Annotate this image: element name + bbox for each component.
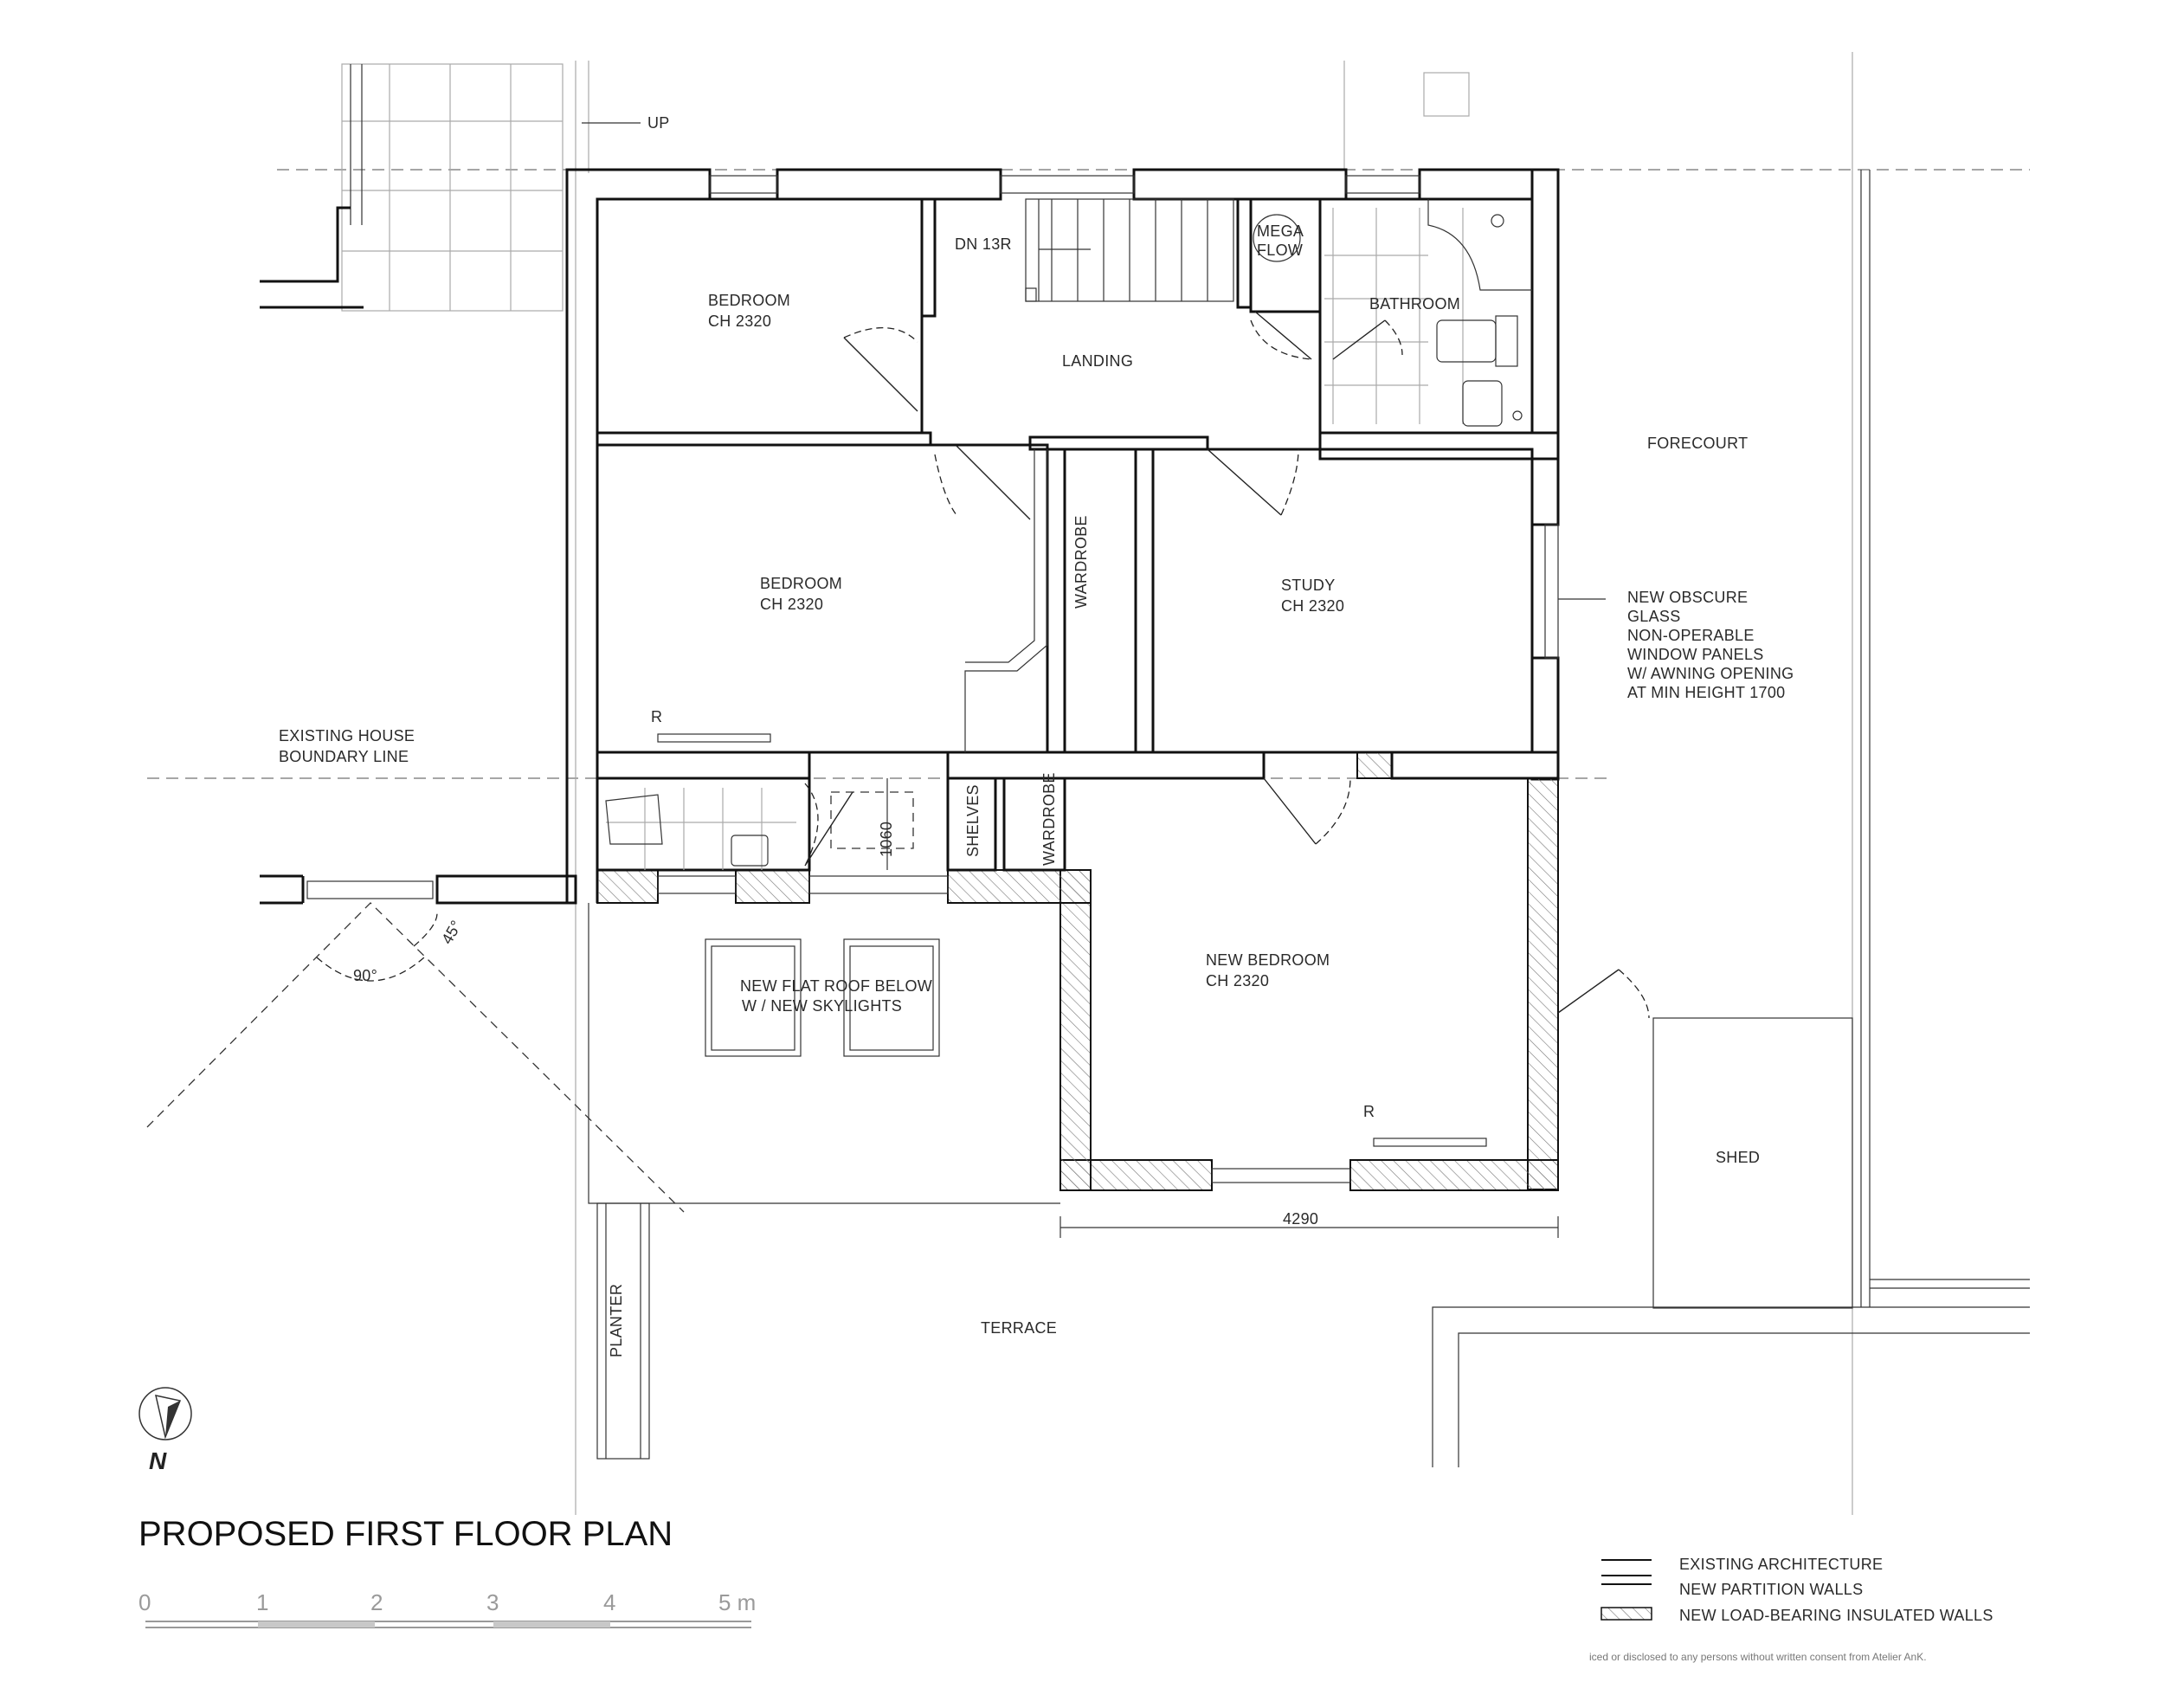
obscure-note-4: WINDOW PANELS [1627, 646, 1764, 663]
scale-tick-0: 0 [138, 1589, 151, 1615]
scale-tick-1: 1 [256, 1589, 268, 1615]
boundary-note-1: EXISTING HOUSE [279, 727, 415, 744]
fixtures [605, 198, 1650, 1238]
forecourt-label: FORECOURT [1647, 435, 1748, 452]
paving-grid [341, 63, 564, 312]
obscure-note-3: NON-OPERABLE [1627, 627, 1755, 644]
study-name: STUDY [1281, 577, 1336, 594]
new-bedroom-name: NEW BEDROOM [1206, 951, 1330, 969]
landing-label: LANDING [1062, 352, 1133, 370]
wc-fixtures [605, 788, 796, 870]
site-context [146, 52, 2030, 1515]
radiator-2-label: R [1363, 1103, 1375, 1120]
bathroom-label: BATHROOM [1369, 295, 1460, 313]
bedroom-2-name: BEDROOM [760, 575, 842, 592]
dimension-4290: 4290 [1283, 1210, 1318, 1228]
room-labels: UP DN 13R MEGA FLOW BATHROOM BEDROOM CH … [279, 114, 1794, 1357]
drawing-title: PROPOSED FIRST FLOOR PLAN [138, 1515, 673, 1553]
scale-tick-5: 5 m [718, 1589, 756, 1615]
megaflow-label-1: MEGA [1257, 222, 1304, 240]
megaflow-label-2: FLOW [1257, 242, 1303, 259]
boundary-note-2: BOUNDARY LINE [279, 748, 409, 765]
legend-load-bearing: NEW LOAD-BEARING INSULATED WALLS [1679, 1607, 1993, 1624]
angle-45-label: 45° [438, 918, 465, 947]
dimension-1060: 1060 [878, 822, 895, 857]
radiator-1-label: R [651, 708, 662, 725]
shelves-label: SHELVES [964, 784, 982, 857]
scale-bar: 0 1 2 3 4 5 m [138, 1589, 756, 1628]
legend-partition: NEW PARTITION WALLS [1679, 1581, 1863, 1598]
angle-90-label: 90° [353, 967, 377, 984]
wardrobe-1-label: WARDROBE [1072, 515, 1090, 609]
stairs-down-label: DN 13R [955, 235, 1012, 253]
existing-walls [565, 168, 1560, 903]
scale-tick-2: 2 [370, 1589, 383, 1615]
bedroom-1-height: CH 2320 [708, 313, 771, 330]
bedroom-2-height: CH 2320 [760, 596, 823, 613]
study-height: CH 2320 [1281, 597, 1344, 615]
terrace-label: TERRACE [981, 1319, 1057, 1337]
north-label: N [149, 1447, 167, 1474]
planter-label: PLANTER [608, 1284, 625, 1357]
shed-label: SHED [1716, 1149, 1760, 1166]
obscure-note-2: GLASS [1627, 608, 1681, 625]
stairs [1025, 198, 1234, 302]
copyright-footer: iced or disclosed to any persons without… [1589, 1651, 1927, 1663]
scale-tick-3: 3 [486, 1589, 499, 1615]
legend-existing: EXISTING ARCHITECTURE [1679, 1556, 1883, 1573]
door-swings [804, 311, 1650, 1019]
obscure-note-1: NEW OBSCURE [1627, 589, 1748, 606]
new-bedroom-walls [596, 777, 1559, 1191]
legend: EXISTING ARCHITECTURE NEW PARTITION WALL… [1600, 1556, 1993, 1624]
flat-roof-note-1: NEW FLAT ROOF BELOW [740, 977, 932, 995]
up-label: UP [647, 114, 670, 132]
wardrobe-2-label: WARDROBE [1040, 772, 1058, 866]
obscure-note-6: AT MIN HEIGHT 1700 [1627, 684, 1785, 701]
flat-roof-note-2: W / NEW SKYLIGHTS [742, 997, 902, 1015]
scale-tick-4: 4 [603, 1589, 615, 1615]
bathroom-tiles [1324, 199, 1532, 427]
new-bedroom-height: CH 2320 [1206, 972, 1269, 989]
obscure-note-5: W/ AWNING OPENING [1627, 665, 1794, 682]
north-arrow: N [138, 1387, 192, 1474]
bedroom-1-name: BEDROOM [708, 292, 790, 309]
